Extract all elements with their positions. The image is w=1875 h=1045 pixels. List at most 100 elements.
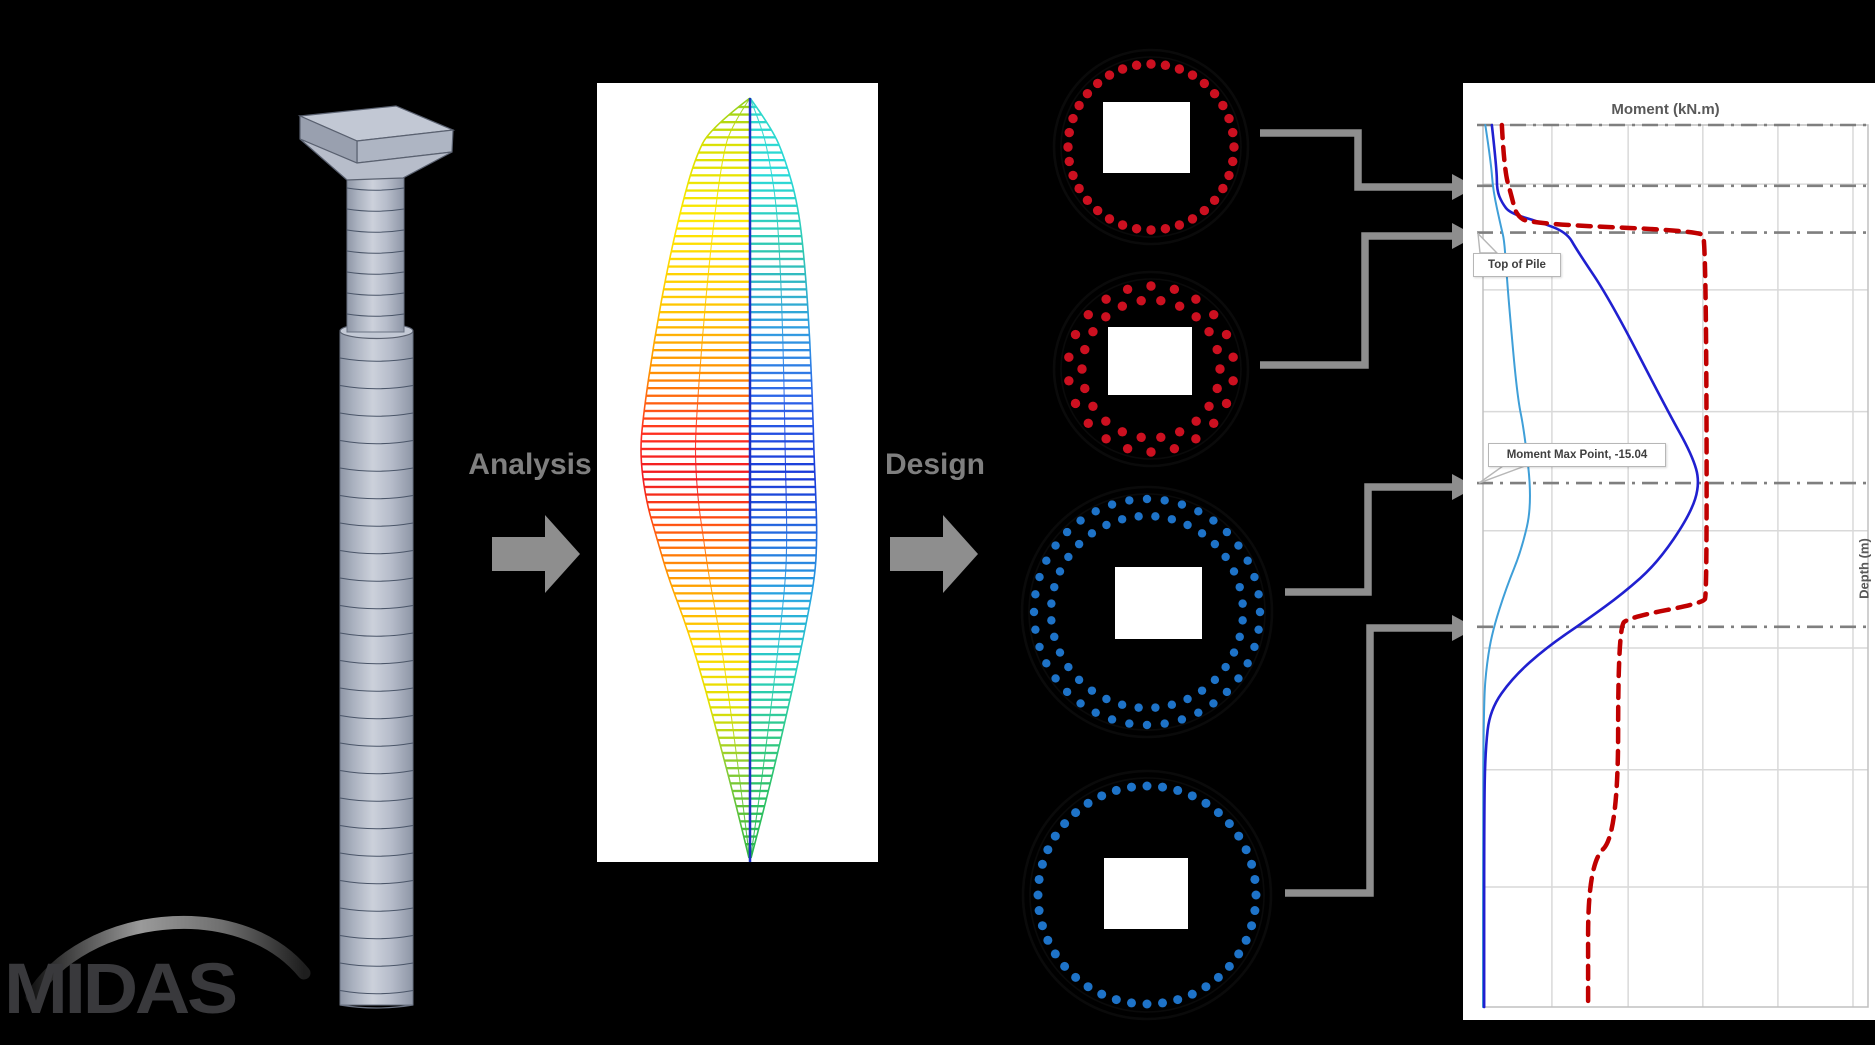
rebar-dot	[1209, 88, 1220, 99]
rebar-dot	[1222, 687, 1232, 697]
rebar-dot	[1210, 675, 1220, 685]
rebar-dot	[1247, 859, 1257, 869]
rebar-dot	[1201, 982, 1211, 992]
rebar-dot	[1194, 507, 1203, 516]
rebar-dot	[1055, 567, 1065, 576]
chart-ylabel: Depth (m)	[1856, 538, 1872, 599]
rebar-dot	[1092, 205, 1103, 216]
rebar-dot	[1229, 648, 1239, 657]
rebar-dot	[1102, 694, 1111, 704]
design-step-label: Design	[884, 448, 986, 481]
rebar-dot	[1224, 113, 1234, 124]
rebar-dot	[1228, 352, 1238, 362]
depth-marker-lines	[1477, 123, 1868, 629]
rebar-dot	[1077, 364, 1087, 374]
rebar-dot	[1218, 183, 1228, 194]
rebar-dot	[1142, 999, 1152, 1009]
rebar-dot	[1101, 294, 1111, 304]
rebar-dot	[1047, 616, 1056, 625]
rebar-dot	[1029, 607, 1039, 617]
rebar-dot	[1064, 376, 1074, 386]
rebar-dot	[1169, 284, 1180, 295]
rebar-dot	[1160, 224, 1171, 234]
rebar-dot	[1243, 556, 1252, 565]
section-4	[1021, 769, 1273, 1021]
midas-swoosh	[25, 915, 311, 1004]
rebar-dot	[1241, 935, 1251, 945]
rebar-dot	[1034, 874, 1044, 884]
section-core-square	[1103, 102, 1190, 173]
rebar-dot	[1047, 599, 1056, 608]
rebar-dot	[1255, 607, 1265, 617]
rebar-dot	[1234, 674, 1243, 683]
rebar-dot	[1215, 364, 1225, 374]
rebar-dot	[1221, 552, 1230, 562]
rebar-dot	[1197, 686, 1207, 695]
rebar-dot	[1102, 520, 1111, 530]
rebar-dot	[1234, 541, 1243, 550]
rebar-dot	[1035, 642, 1044, 652]
rebar-dot	[1111, 995, 1121, 1005]
rebar-dot	[1238, 616, 1247, 625]
rebar-dot	[1060, 819, 1070, 829]
rebar-dot	[1247, 921, 1257, 931]
rebar-dot	[1087, 529, 1097, 538]
rebar-dot	[1209, 195, 1220, 206]
rebar-dot	[1050, 831, 1060, 841]
rebar-dot	[1251, 890, 1261, 900]
rebar-dot	[1234, 949, 1244, 959]
rebar-dot	[1183, 520, 1192, 530]
rebar-dot	[1037, 859, 1047, 869]
rebar-dot	[1194, 708, 1203, 717]
rebar-dot	[1043, 935, 1053, 945]
rebar-dot	[1088, 326, 1098, 337]
rebar-dot	[1083, 418, 1093, 429]
rebar-dot	[1082, 88, 1093, 99]
rebar-dot	[1070, 398, 1081, 409]
chart-title: Moment (kN.m)	[1611, 101, 1720, 118]
rebar-dot	[1169, 443, 1180, 454]
rebar-dot	[1199, 78, 1210, 89]
rebar-dot	[1136, 432, 1146, 442]
rebar-dot	[1173, 995, 1183, 1005]
rebar-dot	[1238, 599, 1247, 608]
rebar-dot	[1070, 329, 1081, 340]
rebar-dot	[1117, 427, 1128, 437]
rebar-dot	[1174, 301, 1185, 311]
rebar-dot	[1160, 60, 1171, 70]
rebar-dot	[1055, 648, 1065, 657]
section-core-square	[1104, 858, 1188, 929]
rebar-dot	[1250, 874, 1260, 884]
rebar-dot	[1117, 220, 1128, 230]
section-2	[1052, 270, 1250, 468]
rebar-dot	[1241, 845, 1251, 855]
rebar-dot	[1167, 515, 1177, 524]
rebar-dot	[1080, 383, 1090, 394]
rebar-dot	[1224, 961, 1234, 971]
rebar-dot	[1146, 447, 1156, 457]
design-arrow	[890, 515, 978, 593]
rebar-dot	[1158, 998, 1168, 1008]
rebar-dot	[1212, 383, 1222, 394]
rebar-dot	[1126, 998, 1136, 1008]
rebar-dot	[1131, 224, 1142, 234]
rebar-dot	[1235, 632, 1244, 642]
rebar-dot	[1187, 214, 1198, 224]
rebar-dot	[1034, 906, 1044, 916]
rebar-dot	[1177, 500, 1187, 509]
rebar-dot	[1228, 127, 1238, 138]
rebar-dot	[1136, 296, 1146, 306]
rebar-dot	[1117, 700, 1127, 709]
rebar-dot	[1064, 156, 1074, 167]
rebar-dot	[1050, 582, 1059, 592]
rebar-dot	[1131, 60, 1142, 70]
rebar-dot	[1064, 127, 1074, 138]
rebar-dot	[1091, 708, 1100, 717]
rebar-dot	[1074, 539, 1084, 549]
rebar-dot	[1083, 982, 1093, 992]
rebar-dot	[1209, 699, 1218, 708]
rebar-dot	[1158, 782, 1168, 792]
rebar-dot	[1156, 296, 1166, 306]
